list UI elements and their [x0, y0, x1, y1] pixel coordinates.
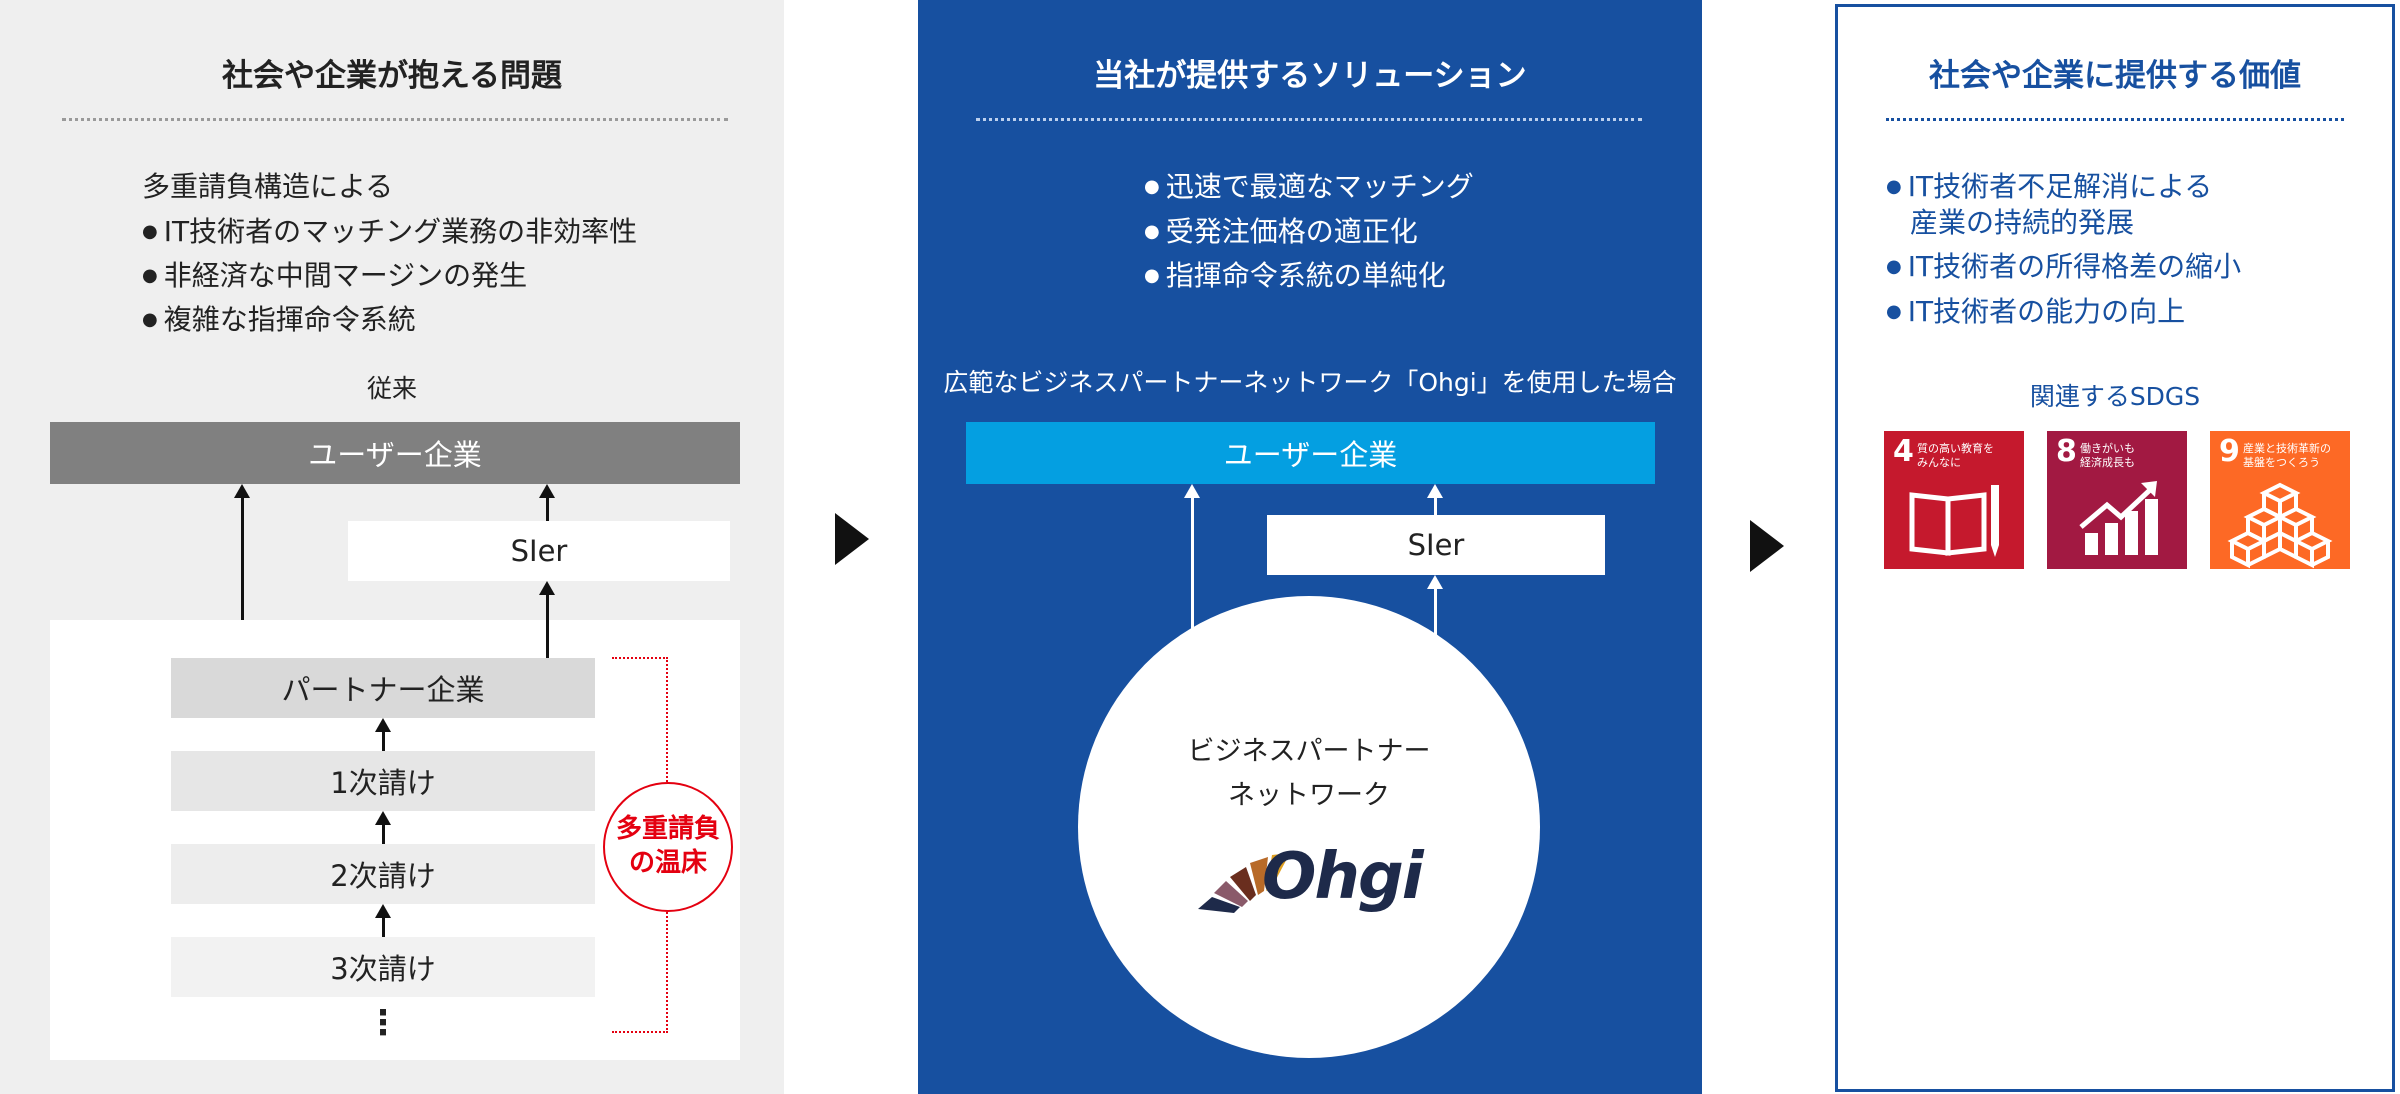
- arrow-up-icon: [539, 484, 555, 498]
- sdg-caption: 産業と技術革新の: [2243, 442, 2331, 455]
- tier-1-box: 1次請け: [171, 751, 595, 811]
- ohgi-fan-icon: [1198, 853, 1290, 913]
- ohgi-logo: Ohgi: [1194, 843, 1434, 917]
- network-label-2: ネットワーク: [1228, 780, 1390, 811]
- ellipsis: ⋮: [366, 1003, 400, 1043]
- network-circle: [1078, 596, 1540, 1058]
- hotbed-line-2: の温床: [628, 848, 707, 878]
- value-bullet: IT技術者の能力の向上: [1886, 298, 2185, 326]
- hotbed-line-1: 多重請負: [615, 814, 720, 845]
- problem-bullet: 複雑な指揮命令系統: [142, 306, 416, 334]
- arrow-line: [546, 594, 549, 658]
- arrow-line: [546, 497, 549, 521]
- tier-3-box: 3次請け: [171, 937, 595, 997]
- arrow-line: [1191, 497, 1194, 637]
- sdg-number: 9: [2219, 434, 2240, 469]
- problem-bullet: 非経済な中間マージンの発生: [142, 262, 527, 290]
- hotbed-badge: 多重請負 の温床: [603, 782, 733, 912]
- network-label-1: ビジネスパートナー: [1187, 736, 1431, 767]
- arrow-up-icon: [1427, 575, 1443, 589]
- values-title: 社会や企業に提供する価値: [1929, 58, 2301, 94]
- sdg-8-tile: 8 働きがいも 経済成長も: [2047, 431, 2187, 569]
- triangle-right-icon: [835, 513, 869, 565]
- sdg-caption: 働きがいも: [2080, 442, 2135, 455]
- solutions-panel: 当社が提供するソリューション 迅速で最適なマッチング 受発注価格の適正化 指揮命…: [918, 0, 1702, 1094]
- sdg-caption: 質の高い教育を: [1917, 442, 1994, 455]
- sdg-caption: 経済成長も: [2080, 455, 2135, 469]
- problems-panel: 社会や企業が抱える問題 多重請負構造による IT技術者のマッチング業務の非効率性…: [0, 0, 784, 1094]
- book-pencil-icon: [1909, 485, 1999, 557]
- tier-2-box: 2次請け: [171, 844, 595, 904]
- sdgs-label: 関連するSDGS: [2029, 382, 2201, 411]
- ohgi-logo-text: Ohgi: [1262, 840, 1424, 914]
- conventional-label: 従来: [366, 374, 417, 403]
- arrow-up-icon: [375, 904, 391, 918]
- user-company-box: ユーザー企業: [50, 422, 740, 484]
- sier-box: SIer: [1267, 515, 1605, 575]
- sdg-number: 8: [2056, 434, 2077, 469]
- ohgi-usage-label: 広範なビジネスパートナーネットワーク「Ohgi」を使用した場合: [943, 368, 1677, 397]
- arrow-up-icon: [1184, 484, 1200, 498]
- arrow-up-icon: [375, 811, 391, 825]
- solutions-title: 当社が提供するソリューション: [1093, 58, 1527, 94]
- arrow-line: [241, 497, 244, 658]
- arrow-up-icon: [539, 581, 555, 595]
- sdg-9-tile: 9 産業と技術革新の 基盤をつくろう: [2210, 431, 2350, 569]
- problem-bullet: IT技術者のマッチング業務の非効率性: [142, 218, 637, 246]
- solution-bullet: 迅速で最適なマッチング: [1144, 173, 1474, 201]
- problems-intro: 多重請負構造による: [142, 170, 394, 203]
- sdg-caption: 基盤をつくろう: [2243, 455, 2320, 469]
- user-company-box: ユーザー企業: [966, 422, 1655, 484]
- title-divider: [976, 118, 1642, 121]
- value-bullet-continuation: 産業の持続的発展: [1910, 206, 2135, 239]
- arrow-up-icon: [1427, 484, 1443, 498]
- arrow-line: [382, 731, 385, 751]
- value-bullet: IT技術者の所得格差の縮小: [1886, 253, 2241, 281]
- sdg-number: 4: [1893, 434, 1914, 469]
- partner-company-box: パートナー企業: [171, 658, 595, 718]
- sdg-4-tile: 4 質の高い教育を みんなに: [1884, 431, 2024, 569]
- problems-title: 社会や企業が抱える問題: [221, 58, 563, 94]
- title-divider: [1886, 118, 2344, 121]
- arrow-up-icon: [234, 484, 250, 498]
- sdg-caption: みんなに: [1917, 455, 1961, 469]
- stacked-cubes-icon: [2227, 482, 2333, 569]
- triangle-right-icon: [1750, 520, 1784, 572]
- arrow-line: [382, 917, 385, 937]
- arrow-line: [1434, 588, 1437, 638]
- title-divider: [62, 118, 728, 121]
- arrow-line: [382, 824, 385, 844]
- arrow-line: [1434, 497, 1437, 515]
- value-bullet: IT技術者不足解消による: [1886, 173, 2213, 201]
- arrow-up-icon: [375, 718, 391, 732]
- growth-chart-icon: [2079, 481, 2158, 555]
- sier-box: SIer: [348, 521, 730, 581]
- solution-bullet: 指揮命令系統の単純化: [1144, 262, 1446, 290]
- solution-bullet: 受発注価格の適正化: [1144, 218, 1418, 246]
